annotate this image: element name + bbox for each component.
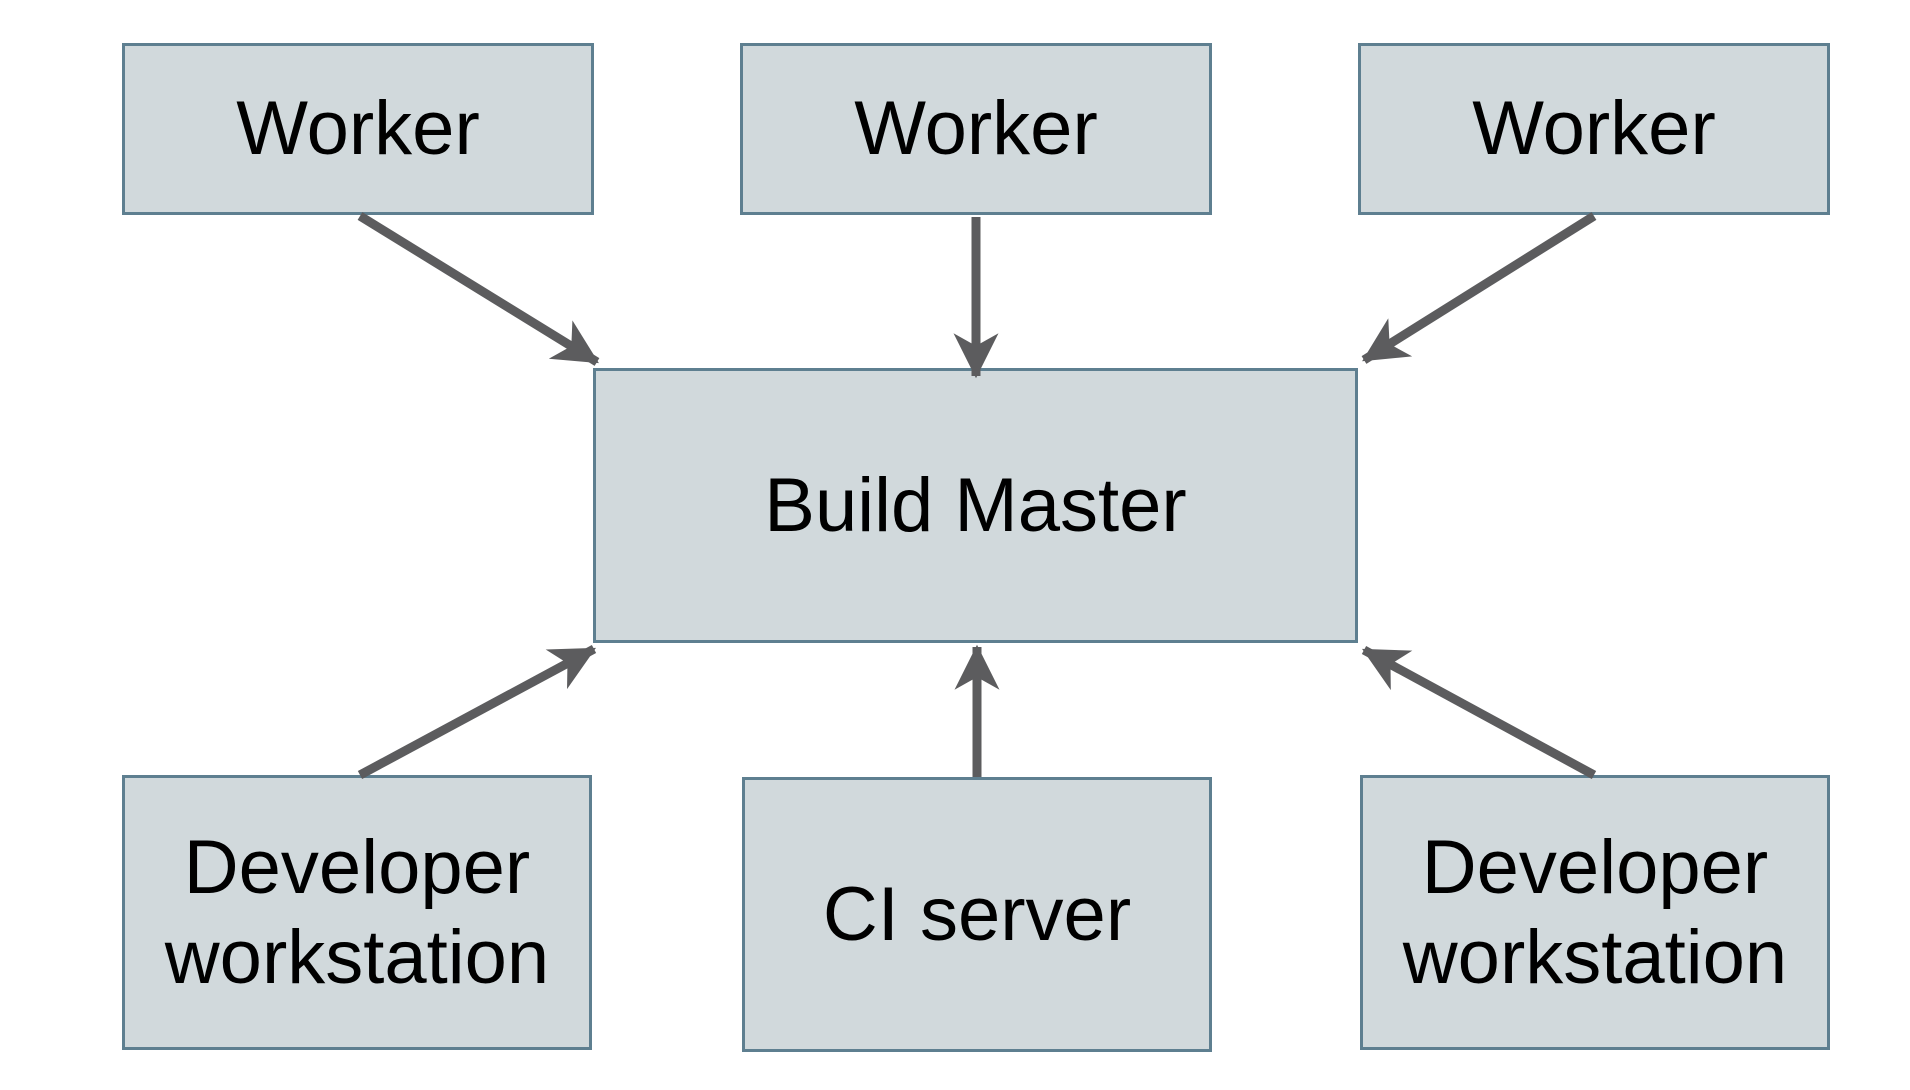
node-ci-server: CI server (742, 777, 1212, 1052)
node-developer-workstation-left-label: Developer workstation (164, 824, 550, 1000)
node-worker-1-label: Worker (236, 86, 480, 172)
node-developer-workstation-left: Developer workstation (122, 775, 592, 1050)
node-build-master: Build Master (593, 368, 1358, 643)
arrow-worker1-to-build_master (357, 212, 600, 366)
node-worker-3-label: Worker (1472, 86, 1716, 172)
node-worker-2: Worker (740, 43, 1212, 215)
arrow-dev_workstation_left-to-build_master (357, 645, 597, 779)
node-worker-2-label: Worker (854, 86, 1098, 172)
node-worker-1: Worker (122, 43, 594, 215)
arrow-worker3-to-build_master (1361, 212, 1597, 364)
node-ci-server-label: CI server (822, 871, 1132, 957)
node-build-master-label: Build Master (764, 462, 1187, 548)
node-worker-3: Worker (1358, 43, 1830, 215)
node-developer-workstation-right: Developer workstation (1360, 775, 1830, 1050)
arrow-dev_workstation_right-to-build_master (1361, 646, 1597, 779)
node-developer-workstation-right-label: Developer workstation (1402, 824, 1788, 1000)
